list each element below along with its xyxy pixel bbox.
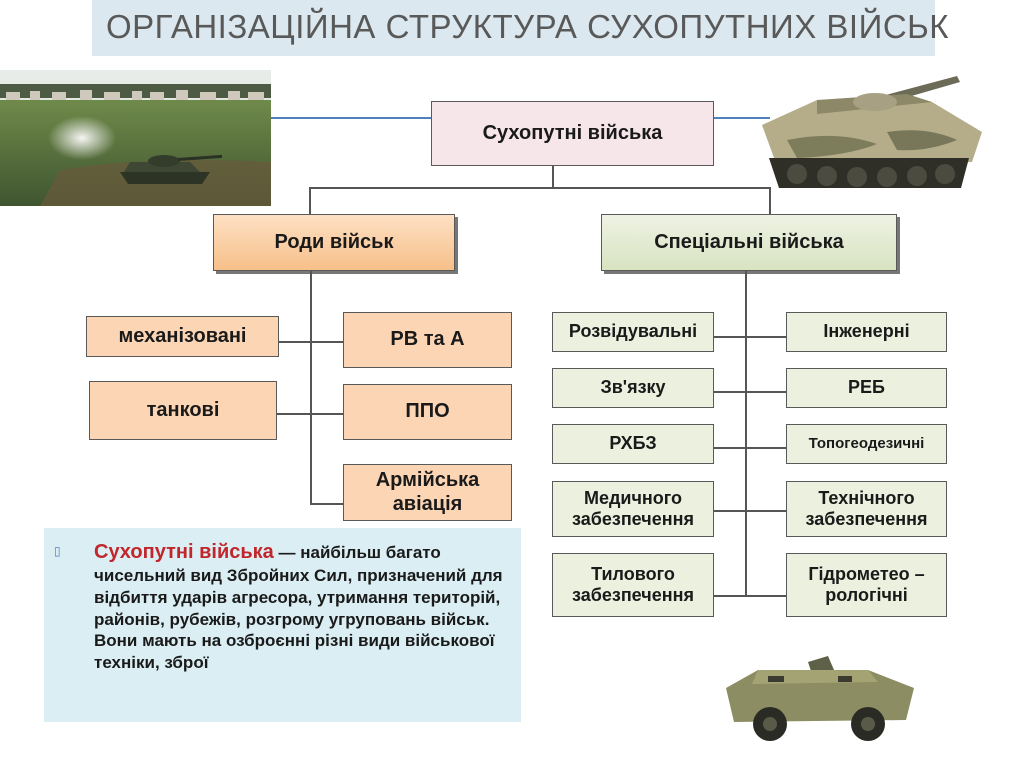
connector bbox=[309, 187, 311, 214]
unit-label: Розвідувальні bbox=[568, 321, 698, 342]
unit-mekhanizovani: механізовані bbox=[86, 316, 279, 357]
unit-label: Армійська авіація bbox=[375, 468, 480, 515]
unit-rozviduvalni: Розвідувальні bbox=[552, 312, 714, 352]
unit-label: механізовані bbox=[118, 324, 247, 347]
unit-ppo: ППО bbox=[343, 384, 512, 440]
connector bbox=[769, 187, 771, 214]
unit-label: РЕБ bbox=[848, 377, 885, 398]
unit-label: ППО bbox=[405, 400, 450, 423]
unit-label: Топогеодезичні bbox=[808, 435, 925, 453]
unit-label: Тилового забезпечення bbox=[572, 563, 694, 605]
unit-label: РВ та А bbox=[390, 328, 465, 351]
info-box: ▯ Сухопутні війська — найбільш багато чи… bbox=[44, 528, 521, 722]
unit-label: Технічного забезпечення bbox=[805, 487, 928, 529]
unit-armiiska-aviatsiia: Армійська авіація bbox=[343, 464, 512, 521]
unit-rkhbz: РХБЗ bbox=[552, 424, 714, 464]
title-bar: ОРГАНІЗАЦІЙНА СТРУКТУРА СУХОПУТНИХ ВІЙСЬ… bbox=[92, 0, 949, 56]
unit-inzhenerni: Інженерні bbox=[786, 312, 947, 352]
connector bbox=[277, 413, 343, 415]
category-spetsialni-viiska: Спеціальні війська bbox=[601, 214, 897, 271]
slide-title: ОРГАНІЗАЦІЙНА СТРУКТУРА СУХОПУТНИХ ВІЙСЬ… bbox=[106, 8, 950, 45]
unit-label: Зв'язку bbox=[600, 377, 666, 398]
category-label: Спеціальні війська bbox=[654, 230, 844, 253]
unit-rv-ta-a: РВ та А bbox=[343, 312, 512, 368]
unit-label: Гідрометео – рологічні bbox=[808, 563, 925, 605]
unit-label: РХБЗ bbox=[609, 433, 657, 454]
unit-topoheodezychni: Топогеодезичні bbox=[786, 424, 947, 464]
connector bbox=[552, 166, 554, 188]
category-rody-viisk: Роди військ bbox=[213, 214, 455, 271]
info-term: Сухопутні війська bbox=[94, 541, 274, 563]
bmp-vehicle-photo bbox=[757, 70, 985, 200]
connector bbox=[309, 187, 771, 189]
tank-field-photo bbox=[0, 70, 271, 206]
connector bbox=[310, 341, 343, 343]
connector bbox=[714, 447, 786, 449]
unit-reb: РЕБ bbox=[786, 368, 947, 408]
unit-tekhnichnoho-zabezpechennia: Технічного забезпечення bbox=[786, 481, 947, 537]
unit-label: Інженерні bbox=[823, 321, 910, 342]
connector bbox=[714, 391, 786, 393]
connector bbox=[310, 271, 312, 504]
unit-zviazku: Зв'язку bbox=[552, 368, 714, 408]
connector bbox=[279, 341, 312, 343]
connector bbox=[714, 510, 786, 512]
connector bbox=[310, 503, 343, 505]
unit-medychnoho-zabezpechennia: Медичного забезпечення bbox=[552, 481, 714, 537]
connector bbox=[745, 271, 747, 596]
brdm-vehicle-photo bbox=[718, 648, 922, 748]
root-node: Сухопутні війська bbox=[431, 101, 714, 166]
unit-tylovoho-zabezpechennia: Тилового забезпечення bbox=[552, 553, 714, 617]
unit-label: танкові bbox=[146, 398, 220, 421]
connector bbox=[714, 336, 786, 338]
unit-hidrometeorolohichni: Гідрометео – рологічні bbox=[786, 553, 947, 617]
info-paragraph: Сухопутні війська — найбільш багато чисе… bbox=[94, 540, 514, 673]
category-label: Роди військ bbox=[274, 230, 394, 253]
connector bbox=[714, 595, 786, 597]
info-body: — найбільш багато чисельний вид Збройних… bbox=[94, 543, 503, 672]
unit-label: Медичного забезпечення bbox=[572, 487, 694, 529]
unit-tankovi: танкові bbox=[89, 381, 277, 440]
bullet-icon: ▯ bbox=[54, 544, 61, 558]
root-label: Сухопутні війська bbox=[482, 121, 663, 144]
